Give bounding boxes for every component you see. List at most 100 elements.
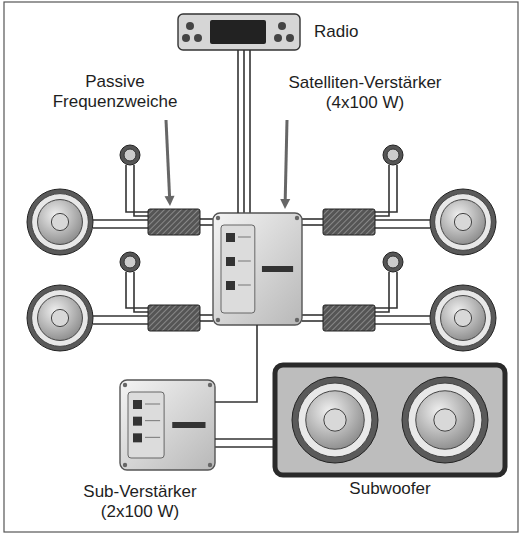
drawing-part bbox=[387, 256, 399, 268]
crossover-symbol bbox=[148, 209, 200, 235]
speaker-wire bbox=[134, 272, 148, 312]
drawing-part bbox=[216, 318, 220, 322]
drawing-part bbox=[286, 34, 294, 42]
drawing-part bbox=[441, 200, 486, 245]
tweeter-symbol bbox=[383, 252, 403, 272]
drawing-part bbox=[298, 383, 372, 457]
amplifier-symbol bbox=[213, 213, 302, 325]
speaker-wire bbox=[302, 320, 323, 322]
drawing-part bbox=[295, 216, 299, 220]
speaker-wire bbox=[93, 323, 148, 325]
drawing-part bbox=[120, 380, 215, 470]
part-label: Passive Frequenzweiche bbox=[40, 72, 190, 112]
drawing-part bbox=[383, 252, 403, 272]
tweeter-symbol bbox=[120, 252, 140, 272]
drawing-part bbox=[226, 281, 235, 290]
drawing-part bbox=[32, 194, 89, 251]
drawing-part bbox=[221, 225, 255, 313]
drawing-part bbox=[186, 22, 194, 30]
drawing-part bbox=[285, 120, 287, 199]
drawing-part bbox=[408, 383, 482, 457]
drawing-part bbox=[306, 391, 364, 449]
drawing-part bbox=[120, 252, 140, 272]
drawing-part bbox=[238, 261, 251, 262]
leader-arrow bbox=[165, 120, 175, 206]
drawing-part bbox=[238, 237, 251, 238]
device-box: Sub-Verstärker (2x100 W) bbox=[120, 380, 215, 470]
speaker-wire bbox=[126, 165, 148, 212]
speaker-wire bbox=[302, 224, 323, 226]
drawing-part bbox=[133, 433, 142, 442]
radio-symbol bbox=[178, 14, 300, 50]
drawing-part bbox=[172, 422, 205, 428]
drawing-part bbox=[124, 256, 136, 268]
speaker-wire bbox=[126, 272, 148, 308]
woofer-symbol bbox=[430, 285, 496, 351]
drawing-part bbox=[216, 216, 220, 220]
speaker-wire bbox=[375, 219, 430, 221]
signal-wire bbox=[243, 50, 245, 213]
drawing-part bbox=[145, 437, 160, 438]
device-box: Satelliten-Verstärker (4x100 W) bbox=[213, 213, 302, 325]
speaker-wire bbox=[93, 315, 148, 317]
drawing-part bbox=[123, 463, 127, 467]
drawing-part bbox=[383, 145, 403, 165]
drawing-part bbox=[27, 285, 93, 351]
device-box: Radio bbox=[178, 14, 300, 50]
device-label: Sub-Verstärker (2x100 W) bbox=[65, 482, 215, 522]
drawing-part bbox=[133, 417, 142, 426]
speaker-wire bbox=[200, 320, 213, 322]
drawing-part bbox=[454, 309, 471, 326]
speaker-wire bbox=[134, 165, 148, 216]
drawing-part bbox=[435, 194, 492, 251]
drawing-part bbox=[226, 257, 235, 266]
drawing-part bbox=[280, 199, 290, 209]
drawing-part bbox=[51, 309, 68, 326]
speaker-wire bbox=[375, 165, 397, 212]
amplifier-symbol bbox=[120, 380, 215, 470]
drawing-part bbox=[165, 196, 175, 206]
speaker-wire bbox=[200, 224, 213, 226]
speaker-wire bbox=[302, 314, 323, 316]
speaker-wire bbox=[200, 314, 213, 316]
crossover-symbol bbox=[323, 305, 375, 331]
drawing-part bbox=[238, 285, 251, 286]
drawing-part bbox=[123, 383, 127, 387]
drawing-part bbox=[441, 296, 486, 341]
signal-wire bbox=[237, 50, 239, 213]
drawing-part bbox=[210, 20, 266, 44]
signal-wire bbox=[215, 438, 275, 440]
drawing-part bbox=[295, 318, 299, 322]
device-box: Subwoofer bbox=[275, 365, 505, 475]
drawing-part bbox=[275, 365, 505, 475]
drawing-part bbox=[124, 149, 136, 161]
woofer-symbol bbox=[27, 285, 93, 351]
speaker-wire bbox=[93, 219, 148, 221]
subwoofer-symbol bbox=[275, 365, 505, 475]
drawing-part bbox=[128, 392, 164, 458]
drawing-part bbox=[274, 34, 282, 42]
drawing-part bbox=[145, 404, 160, 405]
woofer-symbol bbox=[430, 189, 496, 255]
woofer-symbol bbox=[292, 377, 378, 463]
speaker-wire bbox=[93, 227, 148, 229]
woofer-symbol bbox=[402, 377, 488, 463]
speaker-wire bbox=[375, 227, 430, 229]
drawing-part bbox=[213, 213, 302, 325]
frame bbox=[4, 2, 518, 532]
drawing-part bbox=[416, 391, 474, 449]
woofer-symbol bbox=[27, 189, 93, 255]
drawing-part bbox=[166, 120, 170, 196]
speaker-wire bbox=[302, 218, 323, 220]
crossover-symbol bbox=[148, 305, 200, 331]
speaker-wire bbox=[375, 315, 430, 317]
drawing-part bbox=[133, 400, 142, 409]
leader-arrow bbox=[280, 120, 290, 209]
drawing-part bbox=[38, 200, 83, 245]
drawing-part bbox=[208, 383, 212, 387]
devices bbox=[27, 14, 505, 475]
device-label: Radio bbox=[314, 22, 394, 42]
drawing-part bbox=[278, 22, 286, 30]
